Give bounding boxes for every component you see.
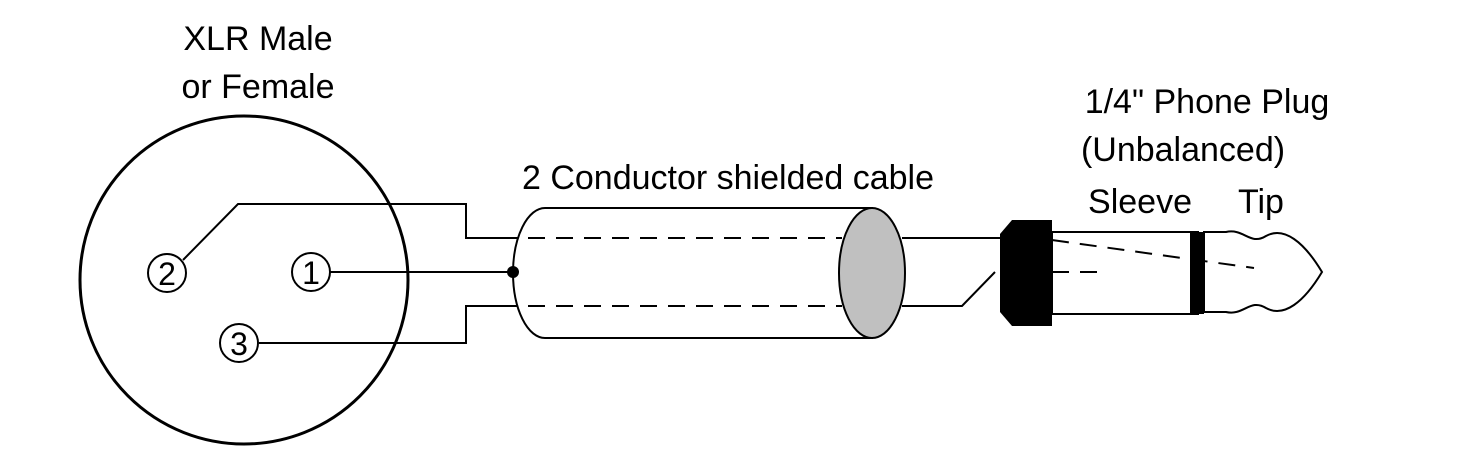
- sleeve-label: Sleeve: [1088, 183, 1192, 221]
- shield-junction-dot: [507, 266, 519, 278]
- shielded-cable-jacket: [512, 207, 873, 339]
- conductor-cold-to-sleeve: [902, 271, 996, 307]
- plug-internal-tip-conductor: [1051, 239, 1255, 269]
- xlr-pin-2: 2: [147, 253, 187, 293]
- xlr-label-line2: or Female: [181, 68, 334, 106]
- xlr-pin-1: 1: [291, 252, 331, 292]
- phone-plug-insulator-ring: [1190, 232, 1204, 314]
- tip-label: Tip: [1238, 183, 1284, 221]
- xlr-connector-body: [78, 114, 410, 446]
- phone-plug-label-line1: 1/4" Phone Plug: [1085, 83, 1330, 121]
- wire-pin3-cold: [259, 305, 528, 344]
- cable-label: 2 Conductor shielded cable: [522, 159, 934, 197]
- phone-plug-collar: [1000, 220, 1052, 326]
- pin-3-circle: [219, 323, 259, 363]
- pin-3-label: 3: [230, 326, 248, 362]
- pin-1-label: 1: [302, 255, 320, 291]
- xlr-pin-3: 3: [219, 323, 259, 363]
- phone-plug-label-line2: (Unbalanced): [1081, 131, 1285, 169]
- xlr-label-line1: XLR Male: [183, 20, 332, 58]
- pin-2-label: 2: [158, 256, 176, 292]
- wire-pin2-hot: [182, 203, 528, 261]
- phone-plug-sleeve: [1051, 231, 1199, 315]
- pin-2-circle: [147, 253, 187, 293]
- shielded-cable-end: [838, 207, 906, 339]
- pin-1-circle: [291, 252, 331, 292]
- phone-plug-tip: [1203, 230, 1324, 314]
